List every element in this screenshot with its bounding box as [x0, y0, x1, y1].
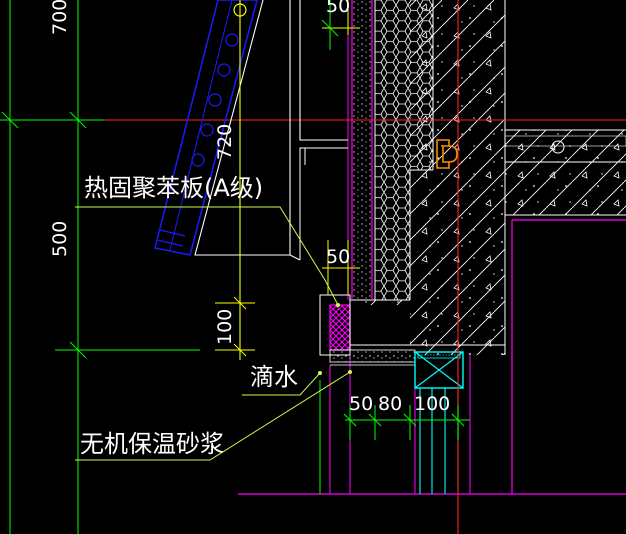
dim-50-mid: 50 [326, 246, 350, 268]
insulation-layer [374, 0, 433, 300]
dim-700: 700 [49, 0, 71, 35]
dim-50-bottom: 50 [349, 393, 373, 415]
dim-50-top: 50 [326, 0, 350, 17]
dim-100-vertical: 100 [214, 309, 236, 345]
mortar-layer [329, 349, 416, 366]
label-mortar: 无机保温砂浆 [80, 430, 224, 458]
anchor-clip [436, 139, 458, 169]
window-frame [414, 351, 464, 494]
drip-strip [319, 294, 351, 356]
green-dimension-lines [0, 0, 470, 534]
dim-720: 720 [214, 124, 236, 160]
floor-slab [504, 129, 626, 216]
dim-500: 500 [49, 221, 71, 257]
annotation-labels: 热固聚苯板(A级) 滴水 无机保温砂浆 [80, 174, 298, 458]
yellow-lines [215, 0, 360, 360]
render-layers [347, 0, 373, 300]
leader-lines [75, 206, 352, 461]
dim-80: 80 [378, 393, 402, 415]
dimension-texts: 700 500 720 100 50 50 50 80 100 [49, 0, 450, 415]
dim-100-bottom: 100 [414, 393, 450, 415]
sill-frame [194, 0, 348, 261]
blue-grille [154, 0, 258, 256]
label-drip: 滴水 [250, 363, 298, 391]
label-insulation-board: 热固聚苯板(A级) [84, 174, 263, 202]
